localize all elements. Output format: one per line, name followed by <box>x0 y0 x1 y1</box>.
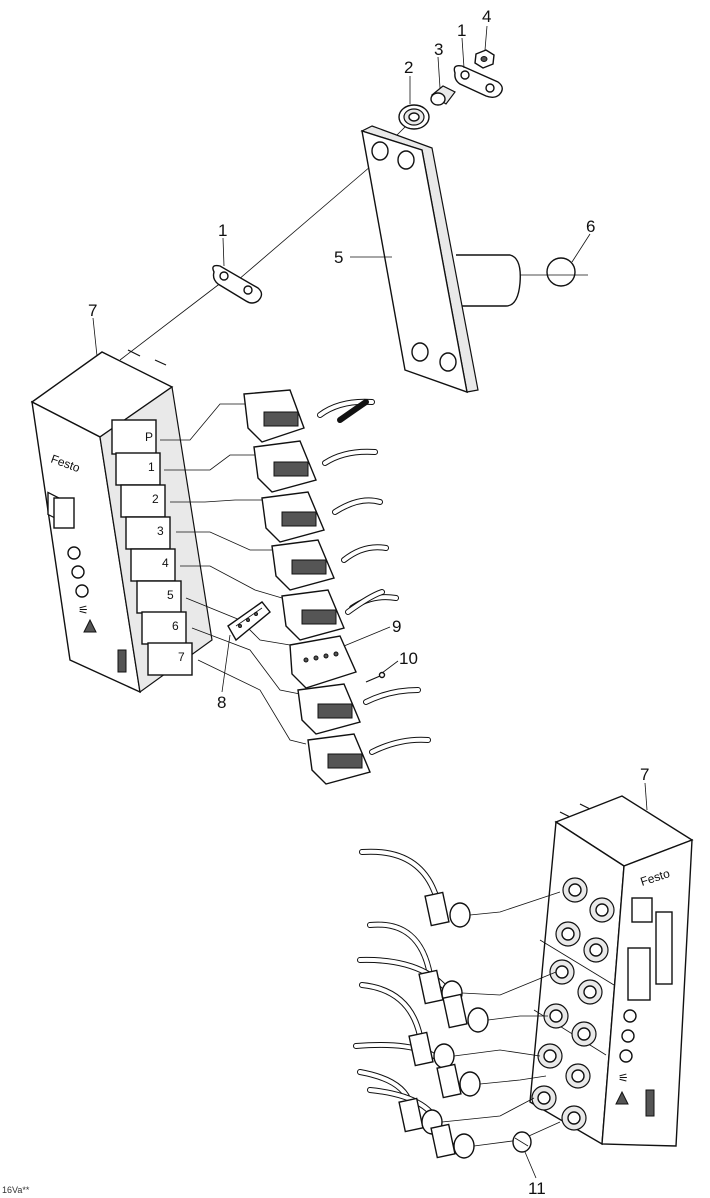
port-mark: 6 <box>172 619 179 633</box>
indicator-grid <box>53 497 75 529</box>
bracket-washer-left <box>212 264 263 304</box>
connector-leaders <box>160 403 307 745</box>
sleeve <box>430 85 456 106</box>
ground-icon <box>67 546 81 560</box>
io-module-bottom: Festo ⚟ <box>529 795 694 1147</box>
footer-code: 16Va** <box>2 1185 30 1195</box>
round-ports <box>531 877 615 1131</box>
bracket-washer-top <box>453 64 503 98</box>
callout-labels: 1 2 3 4 5 6 7 1 8 9 10 7 11 <box>88 7 649 1198</box>
nut <box>474 49 495 69</box>
power-icon <box>621 1029 635 1043</box>
port-mark: 7 <box>178 650 185 664</box>
power-icon <box>71 565 85 579</box>
callout-bracket-washer-top: 1 <box>457 21 466 40</box>
indicator-block <box>631 897 653 923</box>
warning-icon <box>83 618 97 633</box>
ring-icon <box>75 584 89 598</box>
screw <box>365 671 386 683</box>
connector <box>281 589 399 641</box>
indicator-grid <box>627 947 651 1001</box>
callout-sleeve: 3 <box>434 40 443 59</box>
callout-cap: 11 <box>528 1179 546 1198</box>
callout-screw: 10 <box>399 649 418 668</box>
connector <box>261 491 383 543</box>
callout-spacer-ring: 2 <box>404 58 413 77</box>
angled-plug-cables <box>353 848 561 1159</box>
port-mark: 1 <box>148 460 155 474</box>
connector <box>243 389 375 443</box>
indicator-bar <box>655 911 673 985</box>
callout-bracket-washer-left: 1 <box>218 221 227 240</box>
callout-retaining-ring: 6 <box>586 217 595 236</box>
network-icon: ⚟ <box>618 1071 629 1085</box>
callout-connector: 9 <box>392 617 401 636</box>
connector <box>297 683 421 735</box>
connector <box>307 733 431 785</box>
port-mark: 2 <box>152 492 159 506</box>
connector <box>271 539 389 591</box>
terminal-plug <box>227 601 271 642</box>
retaining-ring <box>520 257 588 287</box>
port-column: P 1 2 3 4 5 6 7 <box>111 419 193 676</box>
cap <box>512 1131 532 1153</box>
connector-set <box>243 389 431 785</box>
warning-icon <box>615 1090 629 1105</box>
callout-terminal-plug: 8 <box>217 693 226 712</box>
callout-nut: 4 <box>482 7 491 26</box>
io-module-top: Festo ⚟ P 1 2 3 4 5 6 7 <box>30 349 213 694</box>
port-mark: 3 <box>157 524 164 538</box>
connector <box>289 635 357 689</box>
callout-io-module-top: 7 <box>88 301 97 320</box>
connector <box>253 440 378 493</box>
callout-mounting-plate: 5 <box>334 248 343 267</box>
spacer-ring <box>398 104 430 130</box>
port-mark: P <box>145 430 153 444</box>
assembly-line <box>237 159 379 281</box>
ground-icon <box>623 1009 637 1023</box>
port-mark: 5 <box>167 588 174 602</box>
callout-io-module-bottom: 7 <box>640 765 649 784</box>
callout-leaders <box>92 25 648 1179</box>
latch <box>117 649 127 673</box>
mounting-plate <box>360 125 521 394</box>
port-mark: 4 <box>162 556 169 570</box>
latch <box>645 1089 655 1117</box>
network-icon: ⚟ <box>78 603 89 617</box>
assembly-line <box>119 281 223 361</box>
ring-icon <box>619 1049 633 1063</box>
